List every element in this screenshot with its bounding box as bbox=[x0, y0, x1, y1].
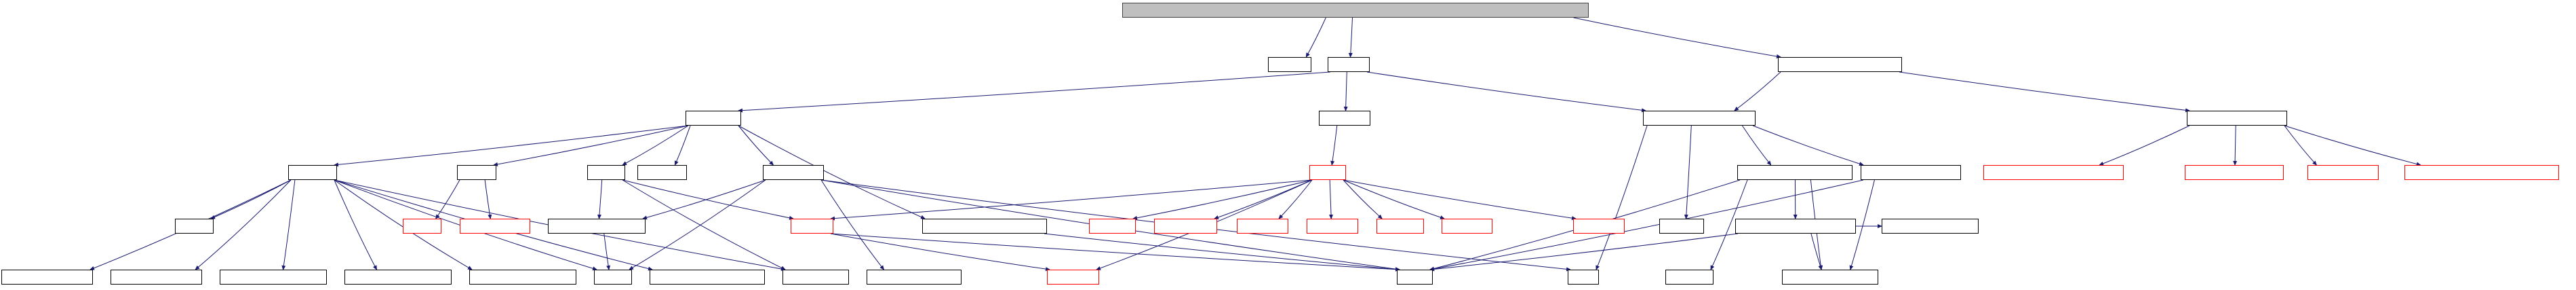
graph-node[interactable] bbox=[344, 270, 452, 285]
graph-edge bbox=[830, 233, 1050, 272]
graph-node[interactable] bbox=[548, 219, 646, 234]
graph-edge bbox=[210, 179, 292, 219]
graph-edge bbox=[603, 233, 611, 270]
graph-edge bbox=[1348, 17, 1353, 58]
graph-node[interactable] bbox=[650, 270, 765, 285]
graph-edge bbox=[2233, 125, 2238, 166]
graph-node[interactable] bbox=[686, 111, 741, 126]
graph-node[interactable] bbox=[1882, 219, 1979, 234]
graph-node[interactable] bbox=[220, 270, 327, 285]
graph-edge bbox=[1044, 233, 1400, 272]
graph-node[interactable] bbox=[2404, 165, 2559, 180]
graph-edge bbox=[1684, 125, 1692, 219]
graph-node[interactable] bbox=[1735, 219, 1856, 234]
graph-edge bbox=[1343, 179, 1577, 221]
graph-edge bbox=[622, 179, 786, 270]
graph-node[interactable] bbox=[403, 219, 441, 234]
graph-node[interactable] bbox=[1442, 219, 1492, 234]
graph-edge bbox=[334, 179, 377, 270]
graph-node[interactable] bbox=[460, 219, 530, 234]
graph-edge bbox=[1596, 125, 1648, 270]
graph-node[interactable] bbox=[288, 165, 337, 180]
graph-node[interactable] bbox=[1, 270, 93, 285]
graph-edge bbox=[1899, 71, 2190, 113]
graph-edge bbox=[334, 125, 689, 167]
graph-edge bbox=[1343, 179, 1445, 219]
graph-node[interactable] bbox=[587, 165, 625, 180]
graph-node[interactable] bbox=[1309, 165, 1346, 180]
graph-edge bbox=[1132, 179, 1313, 220]
graph-node[interactable] bbox=[2307, 165, 2379, 180]
graph-edge bbox=[1810, 233, 1823, 270]
graph-edge bbox=[597, 179, 603, 219]
graph-node[interactable] bbox=[457, 165, 496, 180]
graph-edge bbox=[1752, 125, 1864, 166]
graph-edge bbox=[281, 179, 296, 270]
graph-node[interactable] bbox=[867, 270, 962, 285]
graph-node[interactable] bbox=[175, 219, 214, 234]
graph-node[interactable] bbox=[782, 270, 849, 285]
graph-node[interactable] bbox=[1047, 270, 1099, 285]
graph-node[interactable] bbox=[2187, 111, 2287, 126]
graph-edge bbox=[435, 179, 460, 219]
graph-edge bbox=[1343, 179, 1383, 219]
graph-node[interactable] bbox=[791, 219, 833, 234]
graph-node[interactable] bbox=[2185, 165, 2284, 180]
graph-edge bbox=[642, 179, 766, 220]
graph-node[interactable] bbox=[111, 270, 202, 285]
graph-edge bbox=[493, 125, 689, 166]
graph-node[interactable] bbox=[1983, 165, 2124, 180]
graph-edge bbox=[830, 233, 1400, 272]
graph-node[interactable] bbox=[1782, 270, 1878, 285]
graph-node[interactable] bbox=[1568, 270, 1599, 285]
graph-node[interactable] bbox=[1319, 111, 1370, 126]
graph-node[interactable] bbox=[1268, 57, 1311, 72]
graph-edge bbox=[622, 179, 794, 220]
graph-edge bbox=[1278, 179, 1313, 219]
graph-node[interactable] bbox=[594, 270, 632, 285]
graph-title-node bbox=[1122, 3, 1589, 18]
graph-node[interactable] bbox=[1397, 270, 1433, 285]
graph-edge bbox=[1742, 125, 1772, 166]
graph-edge bbox=[1305, 17, 1326, 58]
graph-edge bbox=[1366, 71, 1646, 113]
graph-node[interactable] bbox=[1328, 57, 1370, 72]
graph-edge bbox=[629, 179, 766, 270]
graph-edge bbox=[1429, 233, 1739, 272]
graph-edge bbox=[2284, 125, 2318, 166]
graph-edge bbox=[2284, 125, 2421, 166]
graph-edge bbox=[738, 71, 1331, 113]
graph-node[interactable] bbox=[1737, 165, 1852, 180]
graph-edge bbox=[2099, 125, 2190, 166]
graph-node[interactable] bbox=[637, 165, 687, 180]
graph-node[interactable] bbox=[1376, 219, 1424, 234]
graph-edge bbox=[1329, 179, 1334, 219]
graph-node[interactable] bbox=[1154, 219, 1217, 234]
graph-edge bbox=[1734, 71, 1781, 111]
graph-node[interactable] bbox=[922, 219, 1047, 234]
graph-edge bbox=[1343, 71, 1348, 111]
graph-node[interactable] bbox=[1861, 165, 1961, 180]
graph-node[interactable] bbox=[469, 270, 576, 285]
graph-edge bbox=[1330, 125, 1338, 166]
graph-node[interactable] bbox=[1778, 57, 1902, 72]
graph-edge bbox=[738, 125, 774, 166]
graph-edge bbox=[484, 179, 492, 219]
graph-node[interactable] bbox=[1237, 219, 1288, 234]
graph-node[interactable] bbox=[1665, 270, 1713, 285]
graph-edge bbox=[674, 125, 691, 166]
graph-edge bbox=[830, 179, 1313, 221]
graph-node[interactable] bbox=[1573, 219, 1625, 234]
graph-edge bbox=[1214, 179, 1313, 219]
graph-edge bbox=[622, 125, 689, 166]
graph-node[interactable] bbox=[1659, 219, 1704, 234]
graph-node[interactable] bbox=[763, 165, 824, 180]
graph-node[interactable] bbox=[1643, 111, 1756, 126]
graph-node[interactable] bbox=[1307, 219, 1358, 234]
graph-edge bbox=[1573, 17, 1781, 58]
graph-node[interactable] bbox=[1089, 219, 1136, 234]
